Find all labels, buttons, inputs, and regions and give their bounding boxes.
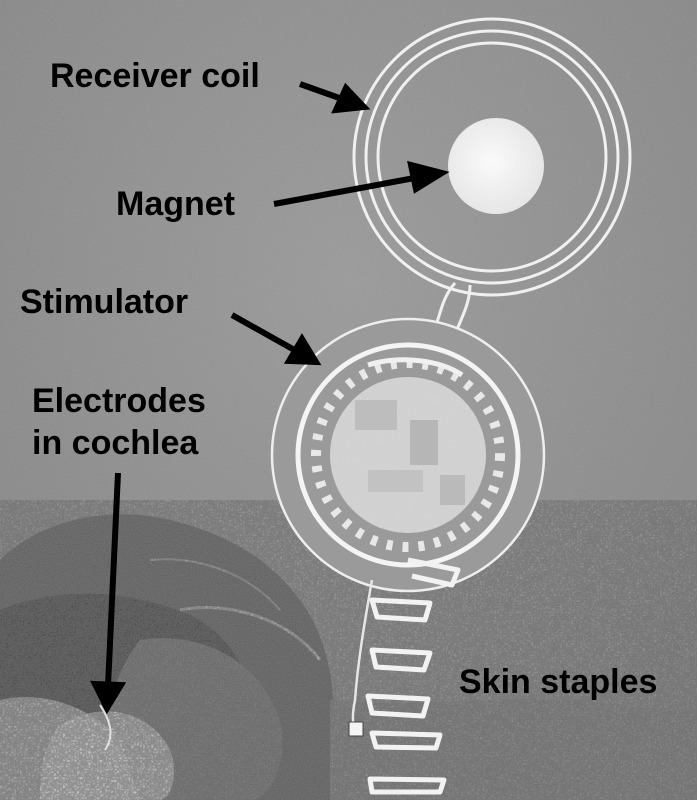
arrow-electrodes <box>105 472 121 687</box>
skin-staples-label: Skin staples <box>459 663 658 701</box>
arrow-electrodes-head <box>90 680 127 715</box>
skin-staples <box>365 557 461 795</box>
arrow-stimulator <box>230 312 300 355</box>
arrow-receiver-coil-head <box>331 82 371 114</box>
annotation-arrows <box>90 81 450 715</box>
stimulator <box>270 317 546 593</box>
electrodes-label-line1: Electrodes <box>32 382 206 420</box>
arrow-receiver-coil <box>298 81 347 103</box>
electrode-lead <box>99 579 374 751</box>
receiver-coil-label: Receiver coil <box>50 57 260 95</box>
arrow-magnet-head <box>407 160 450 194</box>
electrodes-label-line2: in cochlea <box>32 424 199 462</box>
magnet-label: Magnet <box>116 185 235 223</box>
stimulator-label: Stimulator <box>20 283 189 321</box>
magnet <box>448 118 544 214</box>
arrow-stimulator-head <box>283 333 322 366</box>
arrow-magnet <box>273 174 421 207</box>
